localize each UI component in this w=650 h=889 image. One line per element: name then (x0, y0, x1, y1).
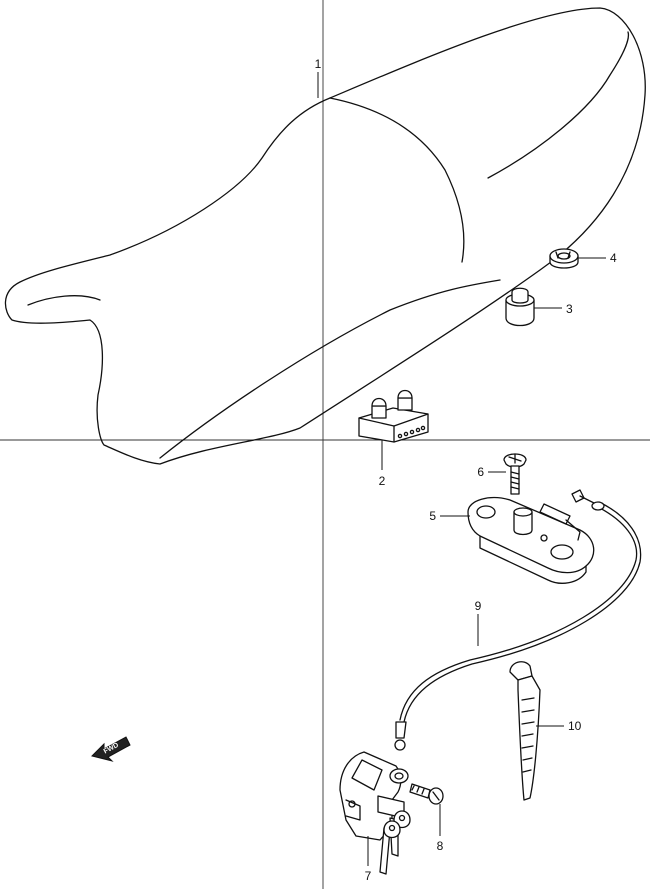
cushion-part (505, 287, 535, 327)
callout-7: 7 (365, 869, 372, 883)
callout-3: 3 (566, 302, 573, 316)
callout-9: 9 (475, 599, 482, 613)
seat-lock-part (339, 751, 411, 875)
lock-bracket-part (467, 497, 595, 584)
grommet-part (549, 248, 579, 269)
forward-arrow-icon: FWD (91, 736, 131, 762)
screw-part (503, 453, 527, 495)
seat-part (4, 7, 646, 465)
callout-4: 4 (610, 251, 617, 265)
callout-2: 2 (379, 474, 386, 488)
cable-part (394, 489, 642, 751)
callout-8: 8 (437, 839, 444, 853)
cable-tie-part (509, 661, 541, 801)
callout-5: 5 (429, 509, 436, 523)
bolt-part (409, 783, 444, 805)
callout-6: 6 (477, 465, 484, 479)
callout-1: 1 (315, 57, 322, 71)
callout-10: 10 (568, 719, 582, 733)
seat-rubber-block-part (358, 389, 429, 443)
